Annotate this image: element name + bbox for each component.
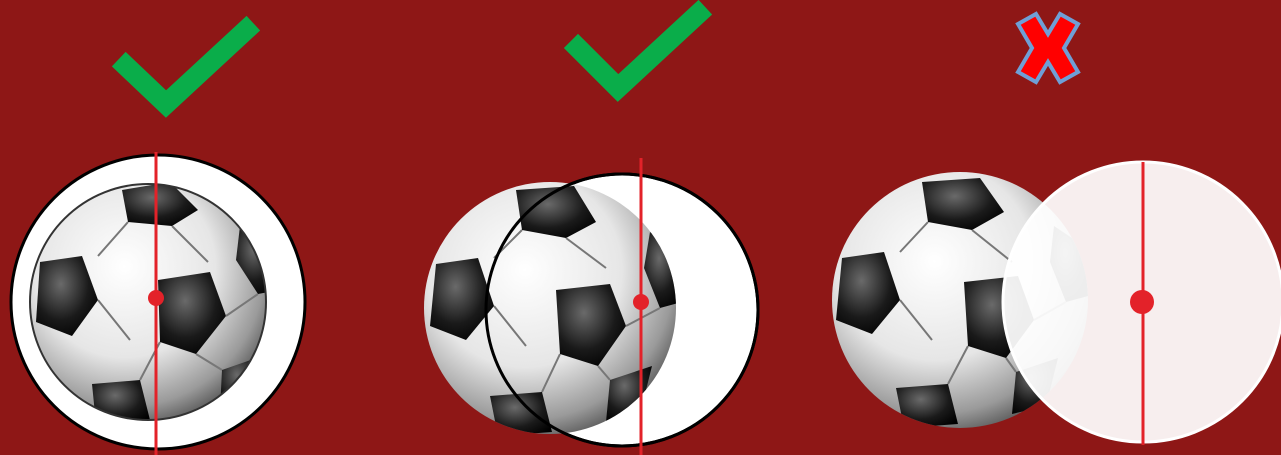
center-dot bbox=[148, 290, 164, 306]
center-dot bbox=[1130, 290, 1154, 314]
center-dot bbox=[633, 294, 649, 310]
